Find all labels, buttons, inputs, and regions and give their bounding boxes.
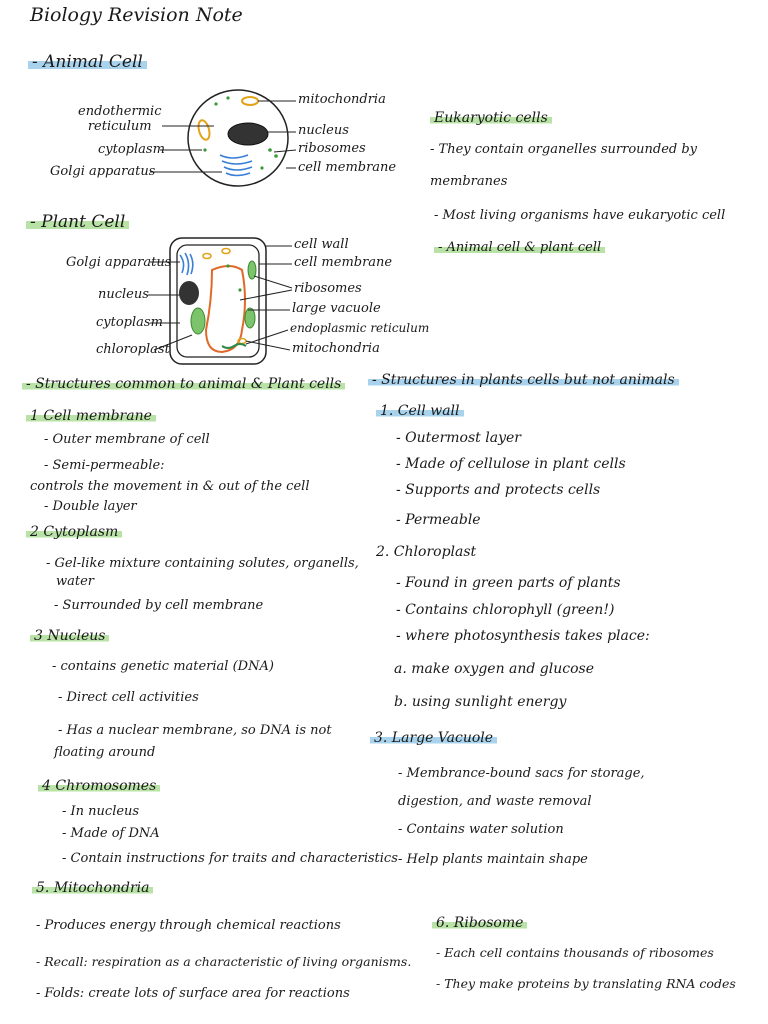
note-line: - Membrance-bound sacs for storage, [398,766,645,781]
cell-membrane-heading: 1 Cell membrane [26,408,156,424]
label-golgi-apparatus: Golgi apparatus [66,255,172,270]
animal-mitochondria-2 [197,119,211,141]
note-line: - Help plants maintain shape [398,852,588,867]
note-line: - Made of cellulose in plant cells [396,456,626,472]
label-cell-membrane: cell membrane [294,255,393,270]
note-line: - Outer membrane of cell [44,432,210,447]
ribosome-heading: 6. Ribosome [432,915,528,931]
note-line: - Contain instructions for traits and ch… [62,851,398,866]
animal-nucleus [227,122,269,146]
eukaryotic-heading: Eukaryotic cells [430,110,552,126]
plant-chloroplast-2 [247,260,257,280]
animal-cell-heading: - Animal Cell [28,52,147,72]
note-line: - Direct cell activities [58,690,199,705]
label-nucleus: nucleus [98,287,149,302]
common-structures-heading: - Structures common to animal & Plant ce… [22,376,346,392]
note-line: - Double layer [44,499,137,514]
note-line: - Each cell contains thousands of riboso… [436,945,714,960]
note-line: - Produces energy through chemical react… [36,918,341,933]
eukaryotic-line: membranes [430,174,508,189]
label-cell-membrane: cell membrane [298,160,397,175]
note-line: - Supports and protects cells [396,482,601,498]
page-title: Biology Revision Note [30,4,243,26]
note-line: - Folds: create lots of surface area for… [36,986,350,1001]
note-line: - Made of DNA [62,826,160,841]
label-cell-wall: cell wall [294,237,349,252]
plant-nucleus [179,281,199,305]
plant-chloroplast-3 [244,307,256,329]
note-line: b. using sunlight energy [394,694,567,710]
eukaryotic-line: - Most living organisms have eukaryotic … [434,208,726,223]
label-endoplasmic-reticulum: endothermic reticulum [78,104,162,134]
note-line: - Surrounded by cell membrane [54,598,264,613]
label-cytoplasm: cytoplasm [96,315,163,330]
label-cytoplasm: cytoplasm [98,142,165,157]
note-line: floating around [54,745,156,760]
animal-cell-membrane [187,89,289,187]
cell-wall-heading: 1. Cell wall [376,403,464,419]
note-line: controls the movement in & out of the ce… [30,479,310,494]
eukaryotic-line: - Animal cell & plant cell [434,240,606,255]
plant-only-structures-heading: - Structures in plants cells but not ani… [368,372,679,388]
note-line: - where photosynthesis takes place: [396,628,650,644]
label-large-vacuole: large vacuole [292,301,381,316]
plant-golgi [179,252,194,276]
note-line: - Found in green parts of plants [396,575,621,591]
note-line: digestion, and waste removal [398,794,592,809]
mitochondria-heading: 5. Mitochondria [32,880,154,896]
animal-golgi [219,154,253,177]
note-line: - Contains water solution [398,822,564,837]
note-line: a. make oxygen and glucose [394,661,595,677]
label-chloroplast: chloroplast [96,342,170,357]
note-line: - Semi-permeable: [44,458,165,473]
large-vacuole-heading: 3. Large Vacuole [370,730,498,746]
nucleus-heading: 3 Nucleus [30,628,110,644]
eukaryotic-line: - They contain organelles surrounded by [430,142,698,157]
plant-cell-wall [169,237,267,365]
note-line: - Outermost layer [396,430,521,446]
plant-er [221,343,247,349]
note-line: - Has a nuclear membrane, so DNA is not [58,723,332,738]
label-golgi-apparatus: Golgi apparatus [50,164,156,179]
note-line: water [56,574,95,589]
plant-cell-diagram [148,237,293,365]
animal-cell-diagram [150,89,297,187]
label-endoplasmic-reticulum: endoplasmic reticulum [290,321,430,335]
animal-mitochondria [241,96,259,106]
note-line: - In nucleus [62,804,140,819]
label-ribosomes: ribosomes [298,141,366,156]
note-line: - Recall: respiration as a characteristi… [36,954,412,969]
note-line: - Permeable [396,512,481,528]
chloroplast-heading: 2. Chloroplast [376,544,477,560]
label-nucleus: nucleus [298,123,349,138]
plant-cell-heading: - Plant Cell [26,212,130,232]
plant-chloroplast [190,307,206,335]
note-line: - Gel-like mixture containing solutes, o… [46,556,359,571]
note-line: - Contains chlorophyll (green!) [396,602,615,618]
chromosomes-heading: 4 Chromosomes [38,778,161,794]
label-mitochondria: mitochondria [292,341,380,356]
cytoplasm-heading: 2 Cytoplasm [26,524,123,540]
note-line: - contains genetic material (DNA) [52,659,274,674]
label-mitochondria: mitochondria [298,92,386,107]
label-ribosomes: ribosomes [294,281,362,296]
plant-cell-membrane [176,244,260,358]
note-line: - They make proteins by translating RNA … [436,976,736,991]
